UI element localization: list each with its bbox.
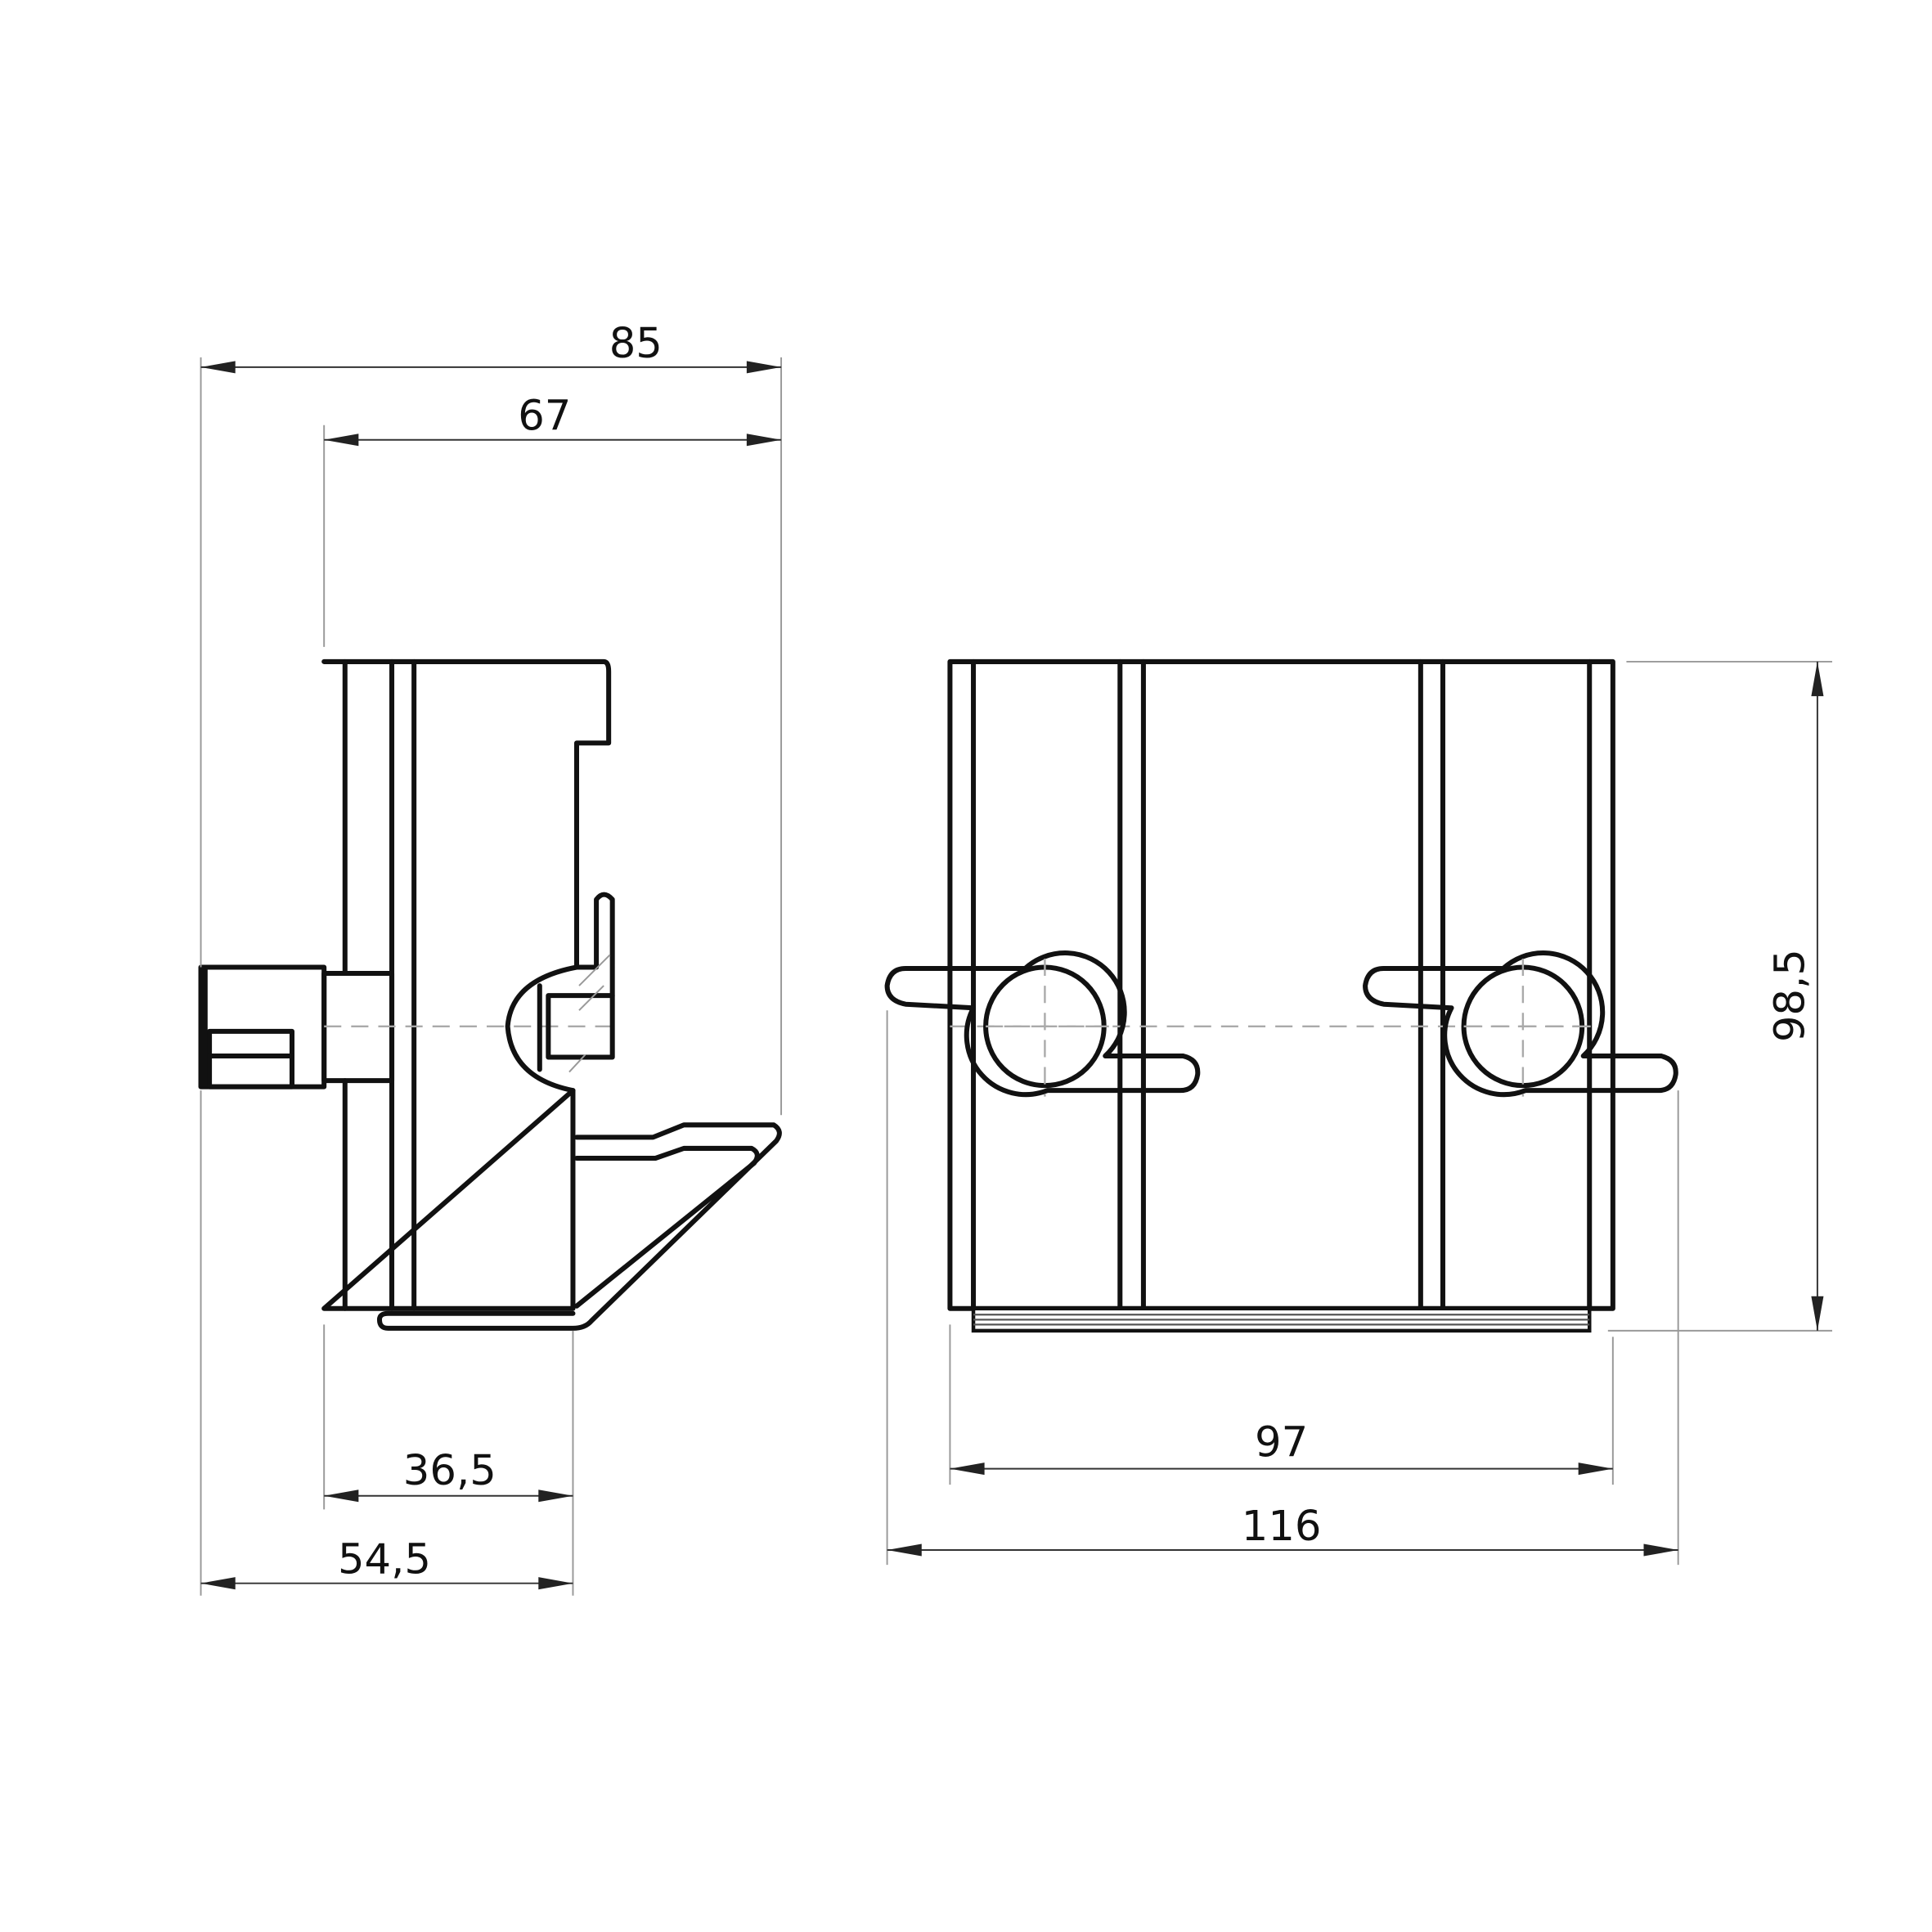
lever-dome — [505, 964, 579, 1094]
gland-nut — [207, 1028, 295, 1090]
latch-right — [1363, 950, 1678, 1098]
dim-label-97: 97 — [1255, 1418, 1308, 1467]
side-view — [198, 658, 782, 1331]
dimension-lines: 85 67 36,5 54,5 97 116 98,5 — [200, 319, 1832, 1596]
section-hatch — [568, 954, 611, 1073]
lever-pivot — [537, 983, 615, 1072]
dim-label-116: 116 — [1242, 1502, 1322, 1551]
mounting-clip — [376, 1122, 782, 1331]
latch-left — [884, 950, 1201, 1098]
dim-label-85: 85 — [609, 319, 663, 368]
dim-label-98-5: 98,5 — [1765, 949, 1814, 1042]
front-body-outline — [947, 658, 1615, 1311]
dim-label-67: 67 — [518, 392, 571, 441]
thread-lines — [973, 1314, 1590, 1326]
dim-label-36-5: 36,5 — [403, 1446, 496, 1495]
mounting-clip-inner — [573, 1145, 760, 1309]
front-view — [884, 658, 1678, 1333]
lever-pin — [573, 892, 615, 999]
cable-gland — [198, 964, 327, 1090]
side-body-outline — [321, 658, 612, 1311]
dim-label-54-5: 54,5 — [338, 1535, 431, 1584]
